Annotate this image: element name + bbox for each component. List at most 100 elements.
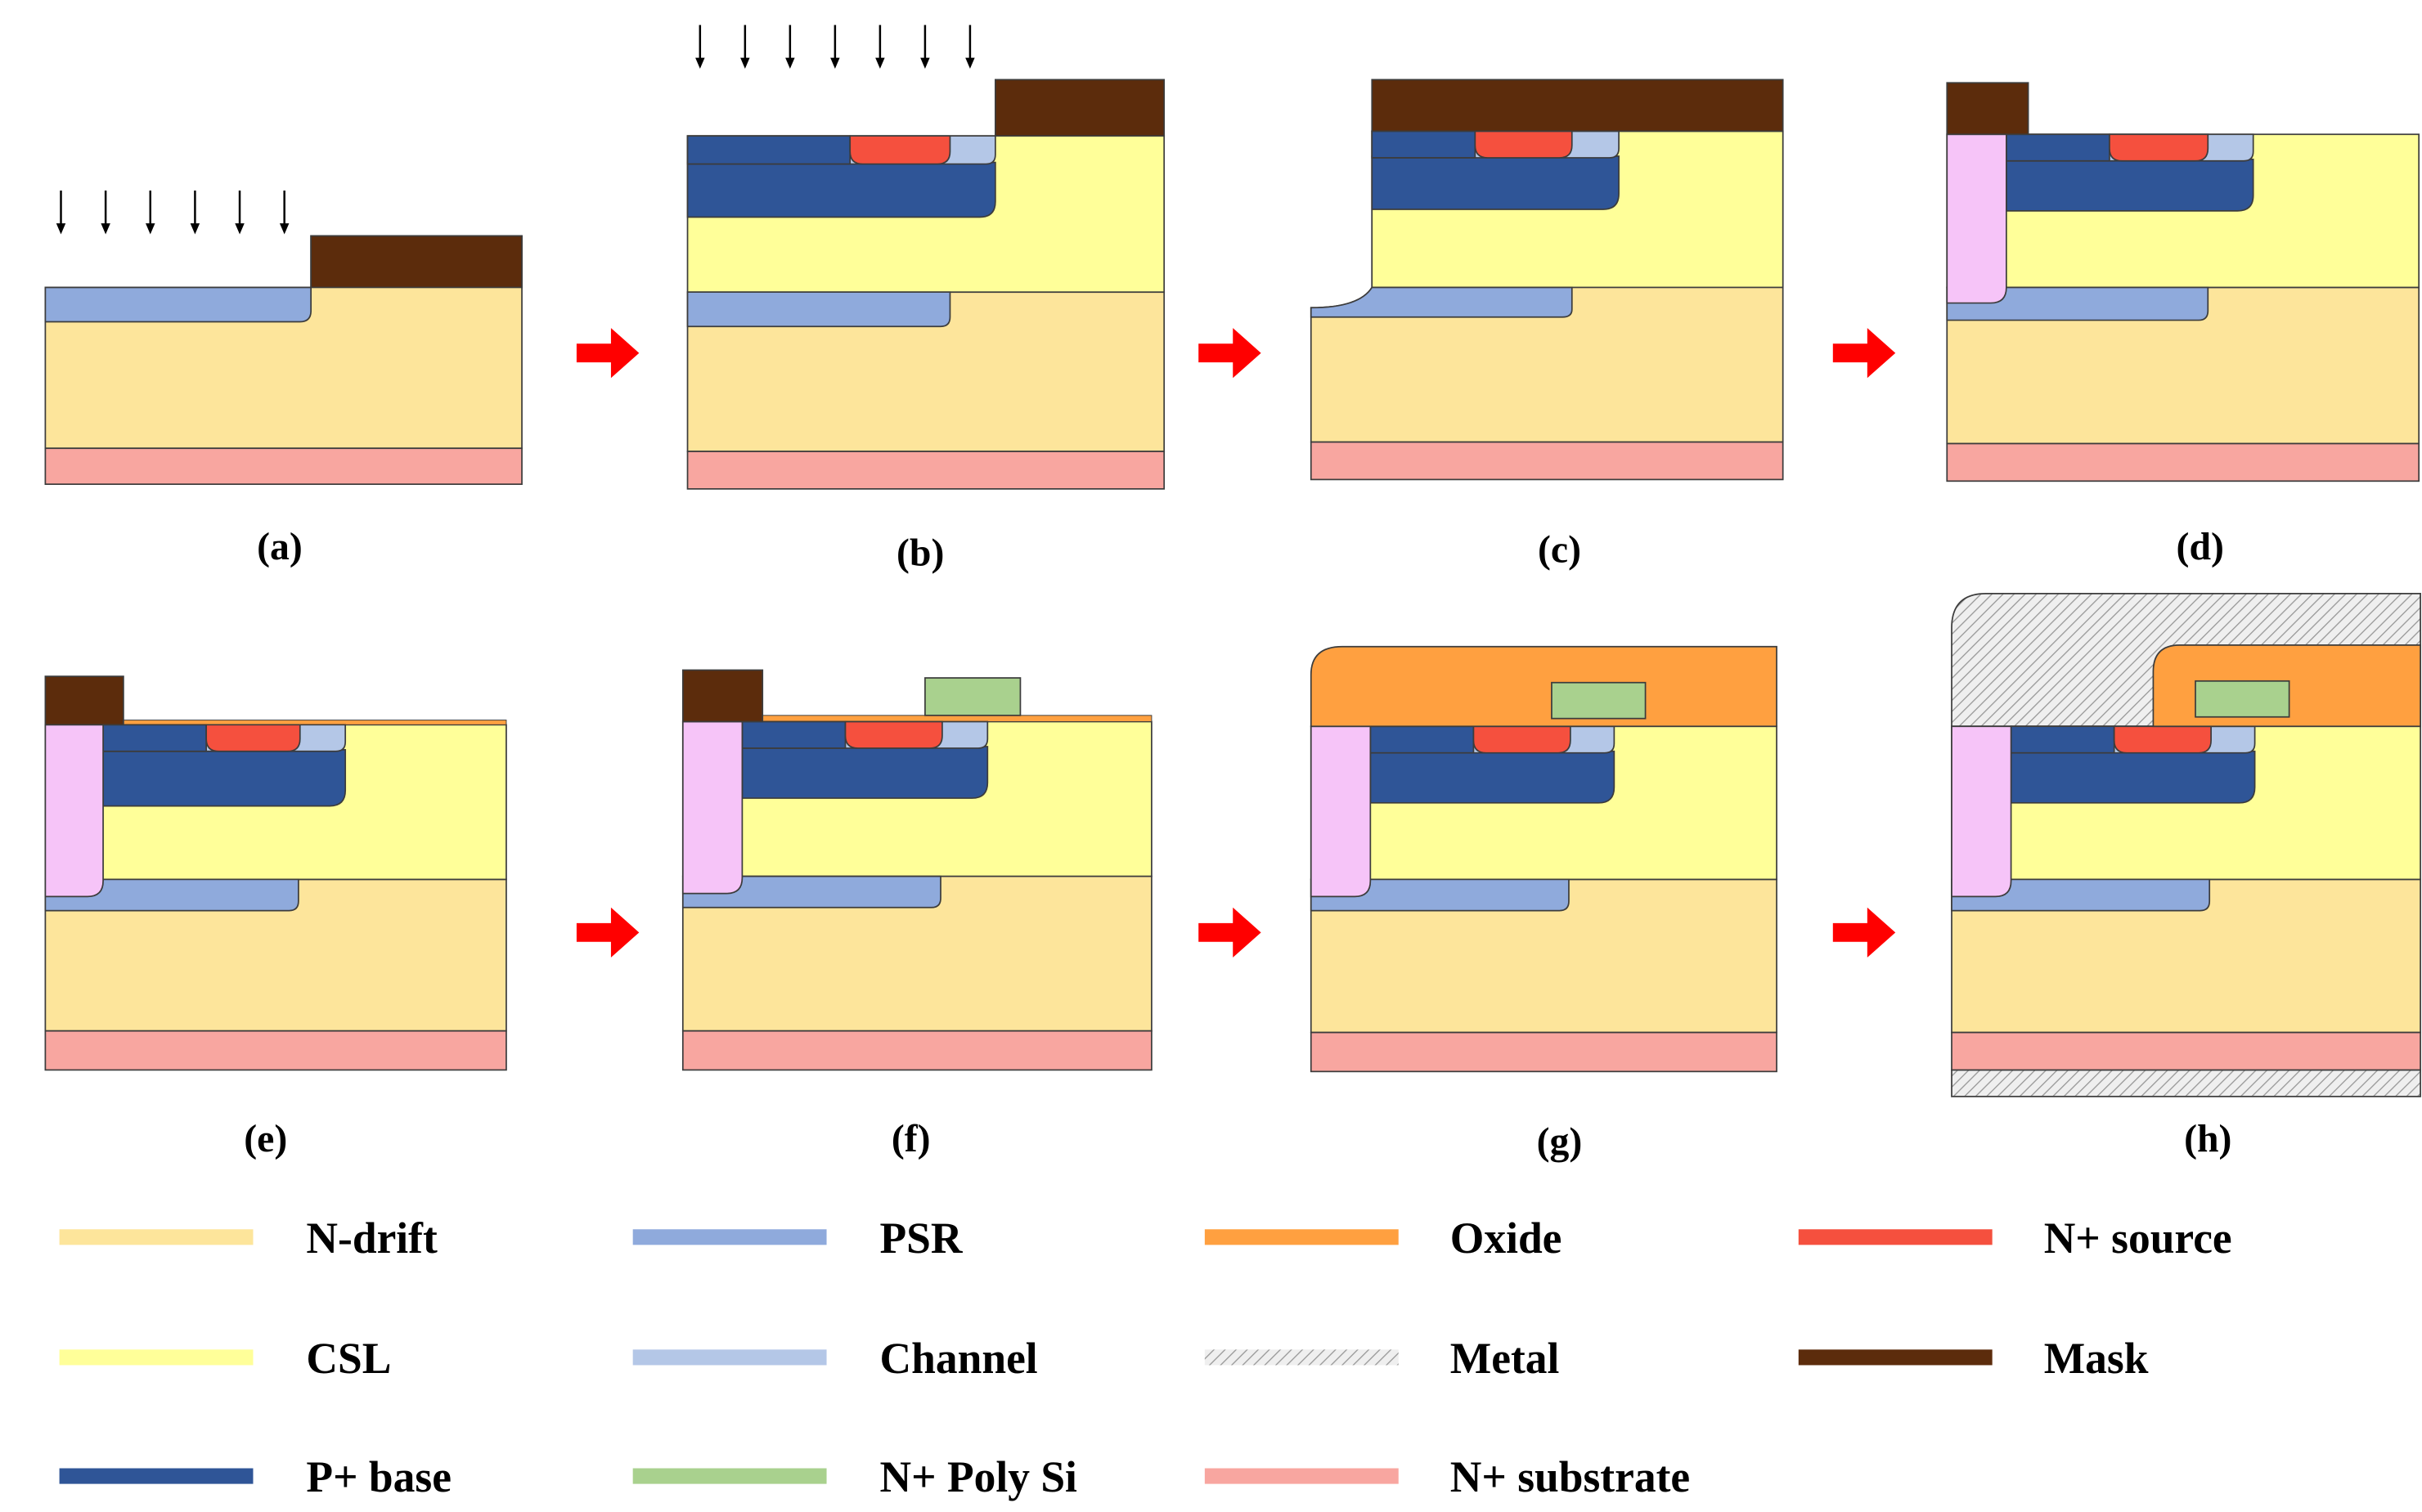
p-base-layer bbox=[1371, 155, 1620, 210]
p-plus-implant bbox=[1946, 133, 2007, 304]
legend-label: Oxide bbox=[1450, 1214, 1562, 1263]
step-arrow bbox=[1198, 907, 1261, 958]
n-source-layer bbox=[844, 720, 943, 749]
panel-label-h: (h) bbox=[2184, 1117, 2231, 1160]
p-base-top bbox=[2005, 133, 2110, 162]
mask-layer bbox=[44, 675, 124, 726]
psr-layer bbox=[1946, 286, 2209, 321]
implant-arrowhead bbox=[146, 223, 155, 235]
psr-layer bbox=[681, 875, 941, 909]
panel-labels: (a)(b)(c)(d)(e)(f)(g)(h) bbox=[244, 525, 2231, 1164]
n-substrate-layer bbox=[1310, 441, 1784, 481]
implant-arrowhead bbox=[965, 57, 975, 70]
p-base-top bbox=[686, 135, 852, 165]
implant-arrowhead bbox=[56, 223, 66, 235]
p-base-top bbox=[741, 720, 847, 749]
p-base-layer bbox=[741, 746, 989, 799]
p-base-layer bbox=[2010, 750, 2256, 804]
n-source-layer bbox=[1472, 725, 1571, 754]
legend-item: Channel bbox=[632, 1334, 1038, 1383]
psr-layer bbox=[1310, 286, 1573, 318]
implant-arrowhead bbox=[740, 57, 750, 70]
legend-label: PSR bbox=[880, 1214, 964, 1263]
legend-swatch bbox=[632, 1349, 827, 1366]
implant-arrowhead bbox=[190, 223, 200, 235]
panel-label-a: (a) bbox=[257, 525, 303, 568]
psr-layer bbox=[1310, 878, 1570, 912]
legend-swatch bbox=[1798, 1349, 1993, 1366]
implant-arrowhead bbox=[235, 223, 245, 235]
p-plus-implant bbox=[1951, 725, 2012, 898]
p-base-layer bbox=[102, 748, 347, 807]
step-arrow bbox=[576, 328, 640, 379]
panel-d bbox=[1946, 82, 2420, 482]
panel-label-g: (g) bbox=[1537, 1120, 1583, 1164]
legend-label: Channel bbox=[880, 1334, 1038, 1383]
implant-arrowhead bbox=[830, 57, 840, 70]
mask-layer bbox=[310, 235, 523, 289]
n-poly-si-gate bbox=[924, 677, 1022, 716]
legend-item: N+ substrate bbox=[1204, 1452, 1690, 1501]
legend-swatch bbox=[59, 1468, 254, 1484]
panel-e bbox=[44, 675, 507, 1071]
p-base-top bbox=[102, 724, 208, 752]
legend-item: Oxide bbox=[1204, 1214, 1562, 1263]
n-poly-si-gate bbox=[2195, 680, 2290, 718]
metal-bottom-layer bbox=[1951, 1069, 2421, 1097]
n-source-layer bbox=[2109, 133, 2209, 162]
oxide-layer bbox=[1310, 645, 1777, 728]
p-base-layer bbox=[2005, 158, 2254, 212]
mask-layer bbox=[1946, 82, 2029, 136]
legend-swatch bbox=[59, 1349, 254, 1366]
implant-arrowhead bbox=[875, 57, 885, 70]
legend-swatch bbox=[1204, 1468, 1399, 1484]
n-substrate-layer bbox=[686, 451, 1166, 490]
n-source-layer bbox=[2113, 725, 2212, 754]
legend-label: P+ base bbox=[306, 1452, 452, 1501]
implant-arrowhead bbox=[920, 57, 930, 70]
panel-label-c: (c) bbox=[1538, 528, 1581, 572]
implant-arrowhead bbox=[695, 57, 705, 70]
legend-item: Mask bbox=[1798, 1334, 2149, 1383]
step-arrow bbox=[1832, 907, 1896, 958]
legend-label: N-drift bbox=[306, 1214, 438, 1263]
mask-layer bbox=[995, 79, 1166, 137]
n-substrate-layer bbox=[44, 447, 523, 485]
p-plus-implant bbox=[681, 720, 744, 895]
step-arrow bbox=[1198, 328, 1261, 379]
implant-arrowhead bbox=[785, 57, 795, 70]
step-arrow bbox=[576, 907, 640, 958]
step-arrows bbox=[576, 328, 1896, 958]
legend-item: Metal bbox=[1204, 1334, 1560, 1383]
thin-oxide-layer bbox=[762, 715, 1153, 722]
p-plus-implant bbox=[1310, 725, 1372, 898]
implant-arrows bbox=[56, 191, 290, 235]
n-source-layer bbox=[205, 724, 301, 752]
p-plus-implant bbox=[44, 724, 104, 898]
psr-layer bbox=[686, 291, 951, 328]
legend-label: Metal bbox=[1450, 1334, 1560, 1383]
panel-label-b: (b) bbox=[896, 531, 944, 574]
legend-label: N+ substrate bbox=[1450, 1452, 1690, 1501]
n-substrate-layer bbox=[1946, 442, 2420, 482]
p-base-top bbox=[1369, 725, 1475, 754]
panel-b bbox=[686, 25, 1166, 490]
legend-label: CSL bbox=[306, 1334, 391, 1383]
panel-label-d: (d) bbox=[2177, 525, 2224, 568]
mask-layer bbox=[1371, 79, 1784, 132]
legend-label: Mask bbox=[2044, 1334, 2149, 1383]
n-substrate-layer bbox=[44, 1030, 507, 1071]
panel-h bbox=[1951, 592, 2421, 1097]
n-substrate-layer bbox=[681, 1030, 1153, 1071]
mask-layer bbox=[681, 669, 764, 723]
legend-item: PSR bbox=[632, 1214, 964, 1263]
n-source-layer bbox=[1474, 130, 1573, 159]
n-substrate-layer bbox=[1310, 1031, 1777, 1073]
legend-item: P+ base bbox=[59, 1452, 452, 1501]
legend-swatch bbox=[1204, 1349, 1399, 1366]
implant-arrows bbox=[695, 25, 975, 70]
panels bbox=[44, 25, 2421, 1097]
psr-layer bbox=[1951, 878, 2211, 912]
